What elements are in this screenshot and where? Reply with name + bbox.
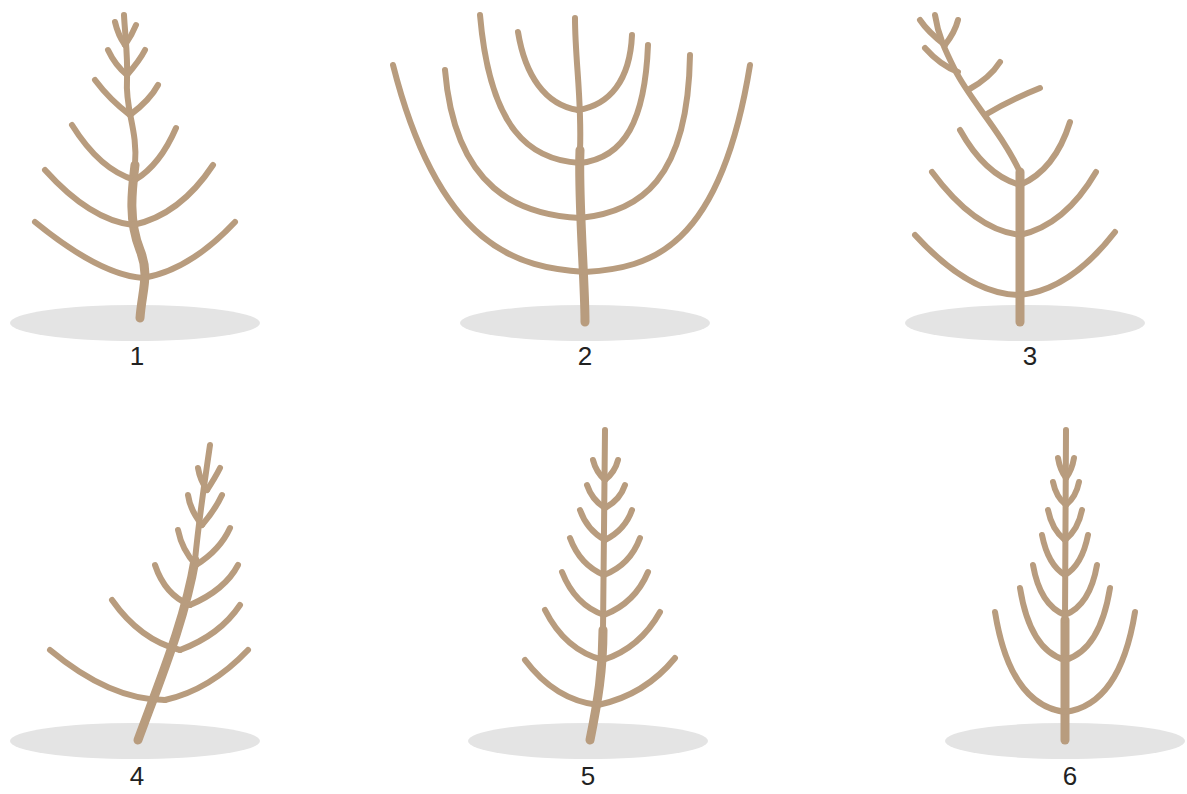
figure-number: 2 <box>578 343 592 369</box>
figure-number: 4 <box>130 763 144 789</box>
tree-three <box>915 15 1115 322</box>
figure-number: 5 <box>581 763 595 789</box>
figure-number: 1 <box>130 343 144 369</box>
tree-five <box>525 430 675 740</box>
ground-shadows <box>10 305 1185 759</box>
tree-four <box>50 445 248 740</box>
tree-one <box>35 15 235 318</box>
tree-six <box>995 430 1135 740</box>
figure-number: 6 <box>1063 763 1077 789</box>
tree-two <box>393 15 750 322</box>
figure-number: 3 <box>1023 343 1037 369</box>
